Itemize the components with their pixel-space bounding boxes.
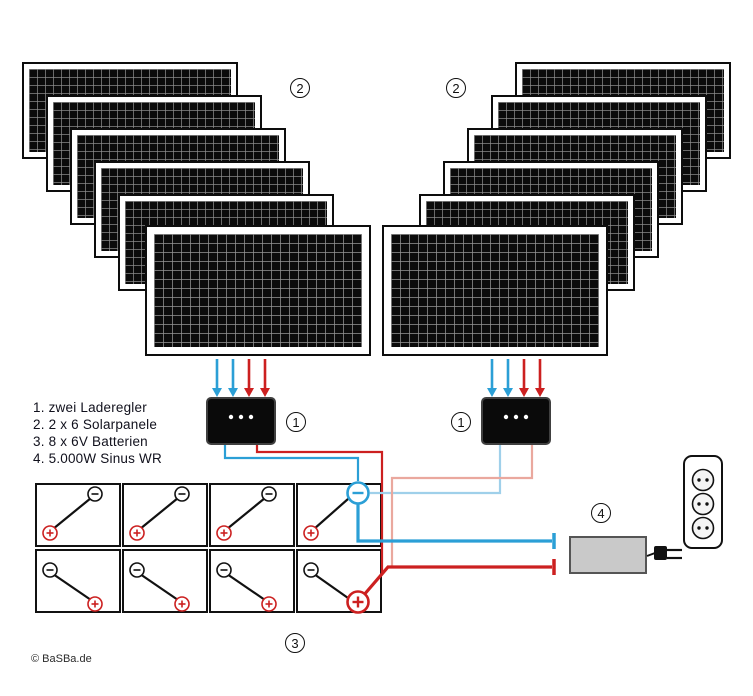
plus-terminal-icon	[303, 525, 319, 541]
wire-arrow-positive	[260, 359, 270, 397]
battery-cell	[296, 549, 382, 613]
legend-line-4: 4. 5.000W Sinus WR	[33, 451, 162, 466]
dc-wiring	[223, 444, 556, 598]
wire-controller2-negative	[370, 444, 502, 495]
legend-line-1: 1. zwei Laderegler	[33, 400, 147, 415]
plus-terminal-icon	[216, 525, 232, 541]
plus-terminal-icon	[42, 525, 58, 541]
battery-terminals	[42, 481, 370, 614]
controller-led-icon	[238, 414, 244, 420]
minus-terminal-icon	[261, 486, 277, 502]
minus-terminal-icon	[87, 486, 103, 502]
plus-terminal-icon	[129, 525, 145, 541]
controller-led-icon	[248, 414, 254, 420]
minus-terminal-icon	[129, 562, 145, 578]
wire-arrow-positive	[244, 359, 254, 397]
battery-cell	[122, 549, 208, 613]
battery-series-link	[225, 572, 267, 602]
inverter	[569, 536, 647, 574]
charge-controller-right	[481, 397, 551, 445]
controller-led-icon	[503, 414, 509, 420]
wire-arrow-positive	[535, 359, 545, 397]
power-strip	[683, 455, 723, 549]
battery-series-link	[225, 496, 267, 531]
badge-panels-left: 2	[290, 78, 310, 98]
wire-arrow-negative	[487, 359, 497, 397]
battery-series-link	[138, 496, 180, 531]
solar-panel-cells	[154, 234, 362, 347]
battery-bank	[35, 483, 382, 613]
minus-terminal-icon	[216, 562, 232, 578]
battery-series-link	[51, 496, 93, 531]
controller-led-icon	[523, 414, 529, 420]
bank-positive-terminal-icon	[346, 590, 370, 614]
legend-line-2: 2. 2 x 6 Solarpanele	[33, 417, 158, 432]
battery-cell	[209, 549, 295, 613]
bank-negative-terminal-icon	[346, 481, 370, 505]
minus-terminal-icon	[42, 562, 58, 578]
battery-series-link	[138, 572, 180, 602]
solar-panel-front	[145, 225, 371, 356]
plus-terminal-icon	[87, 596, 103, 612]
badge-panels-right: 2	[446, 78, 466, 98]
socket-icon	[691, 492, 715, 516]
wire-arrow-negative	[212, 359, 222, 397]
wire-arrow-positive	[519, 359, 529, 397]
wire-arrow-negative	[503, 359, 513, 397]
battery-series-link	[51, 572, 93, 602]
badge-inverter: 4	[591, 503, 611, 523]
charge-controller-left	[206, 397, 276, 445]
battery-series-links	[51, 496, 350, 602]
power-plug-icon	[646, 546, 682, 560]
badge-batteries: 3	[285, 633, 305, 653]
battery-cell	[296, 483, 382, 547]
panel-feed-arrows-left	[212, 359, 270, 397]
legend: 1. zwei Laderegler 2. 2 x 6 Solarpanele …	[33, 399, 162, 467]
solar-panel-front	[382, 225, 608, 356]
controller-led-icon	[513, 414, 519, 420]
battery-cell	[35, 549, 121, 613]
wire-battery-negative-to-inverter	[356, 504, 552, 543]
controller-led-icon	[228, 414, 234, 420]
legend-line-3: 3. 8 x 6V Batterien	[33, 434, 148, 449]
solar-panel-cells	[391, 234, 599, 347]
socket-icon	[691, 468, 715, 492]
socket-icon	[691, 516, 715, 540]
battery-cell	[122, 483, 208, 547]
wire-battery-positive-to-inverter	[361, 565, 552, 598]
wire-controller1-positive	[255, 444, 384, 574]
copyright-text: © BaSBa.de	[31, 653, 92, 665]
battery-series-link	[312, 572, 350, 600]
plus-terminal-icon	[261, 596, 277, 612]
wire-controller1-negative	[223, 444, 360, 481]
plus-terminal-icon	[174, 596, 190, 612]
minus-terminal-icon	[303, 562, 319, 578]
wire-controller2-positive	[390, 444, 534, 566]
badge-controller-right: 1	[451, 412, 471, 432]
battery-cell	[35, 483, 121, 547]
minus-terminal-icon	[174, 486, 190, 502]
panel-feed-arrows-right	[487, 359, 545, 397]
battery-cell	[209, 483, 295, 547]
battery-series-link	[312, 497, 350, 531]
badge-controller-left: 1	[286, 412, 306, 432]
wire-arrow-negative	[228, 359, 238, 397]
